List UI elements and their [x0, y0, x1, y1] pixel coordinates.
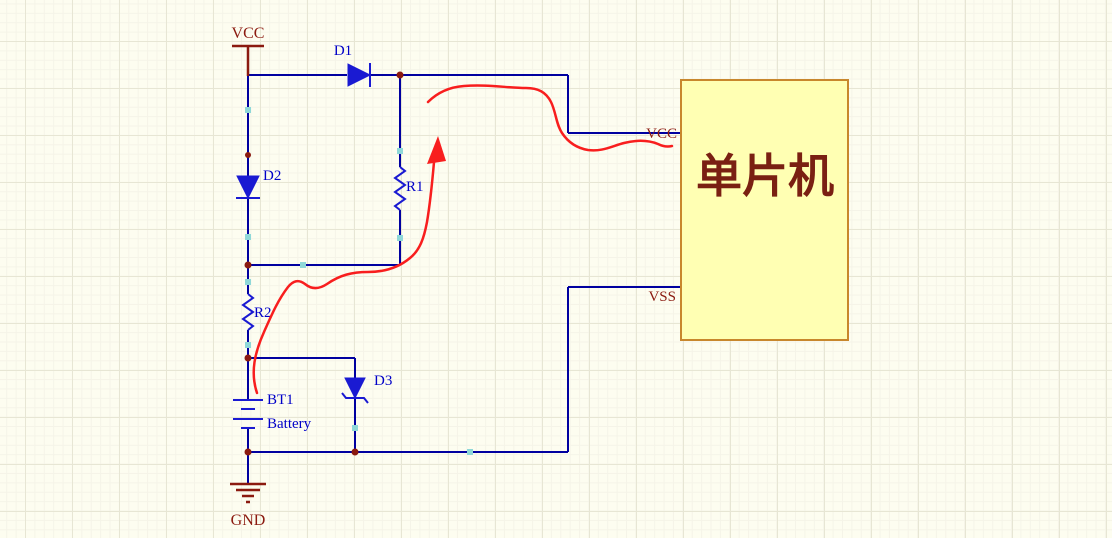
- wire-tick: [245, 342, 251, 348]
- mcu-body[interactable]: [680, 79, 849, 341]
- wire-tick: [397, 148, 403, 154]
- resistor-r1[interactable]: R1: [393, 166, 424, 211]
- mcu-pin-vss-label[interactable]: VSS: [648, 289, 676, 305]
- wire-tick: [245, 279, 251, 285]
- d2-designator[interactable]: D2: [263, 168, 281, 184]
- d1-triangle: [347, 63, 372, 87]
- junction-dots: [244, 71, 404, 456]
- wire-tick: [300, 262, 306, 268]
- d3-triangle: [344, 377, 366, 400]
- current-path-annotation: [252, 84, 674, 395]
- d2-triangle: [236, 175, 260, 200]
- wire-tick: [245, 234, 251, 240]
- wire-tick: [467, 449, 473, 455]
- junction-dot: [245, 152, 251, 158]
- r1-zigzag: [393, 166, 407, 211]
- wires[interactable]: [247, 74, 681, 484]
- junction-dot: [244, 354, 252, 362]
- junction-dot: [244, 261, 252, 269]
- bt1-designator[interactable]: BT1: [267, 392, 294, 408]
- gnd-net-label[interactable]: GND: [231, 512, 266, 529]
- mcu-title: 单片机: [696, 151, 834, 202]
- net-ticks: [245, 107, 473, 455]
- junction-dot: [351, 448, 359, 456]
- d3-zener-bar: [341, 392, 369, 404]
- junction-dot: [244, 448, 252, 456]
- zener-d3[interactable]: D3: [341, 373, 392, 404]
- power-port-gnd[interactable]: GND: [230, 482, 266, 529]
- diode-d1[interactable]: D1: [334, 43, 372, 87]
- battery-bt1[interactable]: BT1 Battery: [233, 392, 312, 432]
- bt1-comment[interactable]: Battery: [267, 416, 312, 432]
- mcu-part[interactable]: 单片机 VCC VSS: [646, 79, 849, 341]
- diode-d2[interactable]: D2: [236, 168, 281, 200]
- d1-designator[interactable]: D1: [334, 43, 352, 59]
- current-arrowhead: [427, 136, 446, 164]
- mcu-pin-vcc-label[interactable]: VCC: [646, 126, 677, 142]
- vcc-net-label[interactable]: VCC: [232, 25, 265, 42]
- wire-tick: [397, 235, 403, 241]
- wire-tick: [245, 107, 251, 113]
- wire-tick: [352, 425, 358, 431]
- current-path-lower: [252, 150, 438, 395]
- r2-zigzag: [241, 293, 255, 331]
- current-path-upper: [426, 84, 674, 152]
- d3-designator[interactable]: D3: [374, 373, 392, 389]
- junction-dot: [396, 71, 404, 79]
- r2-designator[interactable]: R2: [254, 305, 272, 321]
- resistor-r2[interactable]: R2: [241, 293, 272, 331]
- power-port-vcc[interactable]: VCC: [232, 25, 265, 76]
- r1-designator[interactable]: R1: [406, 179, 424, 195]
